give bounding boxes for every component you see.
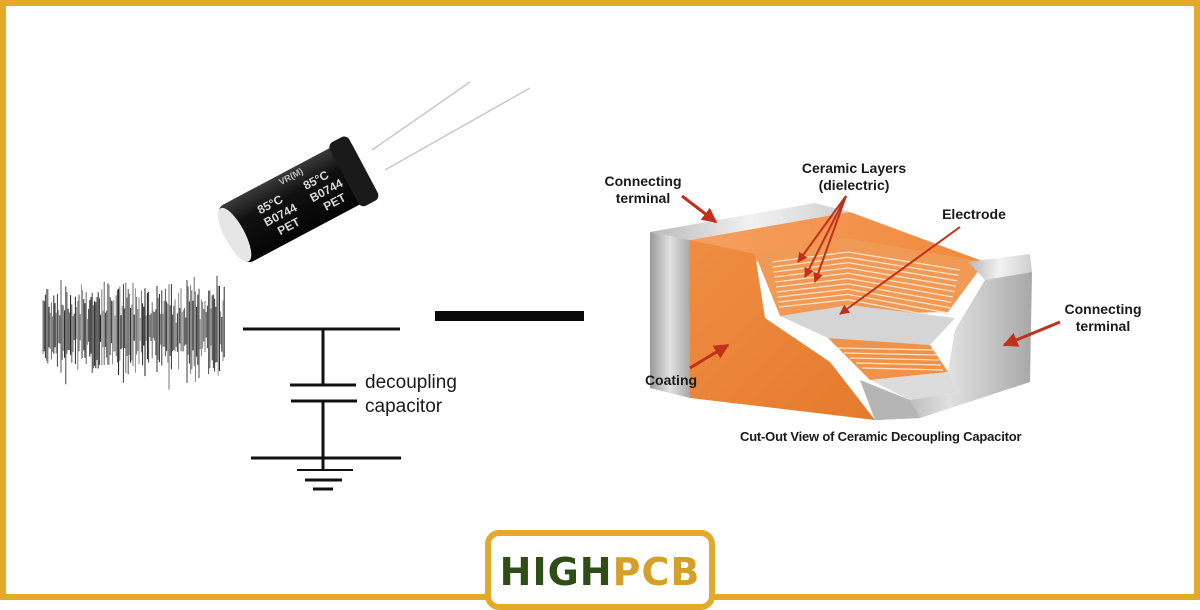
right-terminal-front bbox=[860, 380, 920, 420]
coating-front bbox=[690, 240, 875, 420]
arrow-ceramic-layer-2 bbox=[804, 195, 847, 278]
capacitor-end-cap bbox=[218, 207, 252, 262]
capacitor-lead-1 bbox=[371, 81, 471, 151]
electrolytic-capacitor: 85°C B0744 PET 85°C B0744 PET VR(M) bbox=[218, 81, 531, 263]
left-terminal-side bbox=[650, 232, 690, 398]
label-connecting-terminal-right-line1: Connecting bbox=[1064, 301, 1142, 317]
label-electrode: Electrode bbox=[942, 206, 1006, 222]
logo-high: HIGH bbox=[499, 550, 613, 594]
dielectric-layer-line bbox=[776, 283, 952, 304]
dielectric-layer-line bbox=[855, 362, 942, 366]
dielectric-layer-line bbox=[837, 347, 936, 351]
label-ceramic-layers-line1: Ceramic Layers bbox=[801, 160, 907, 176]
noise-waveform bbox=[42, 275, 225, 390]
label-connecting-terminal-right: Connecting terminal bbox=[1056, 301, 1150, 335]
dielectric-layer-line bbox=[774, 267, 956, 287]
dielectric-layer-line bbox=[773, 261, 958, 282]
label-connecting-terminal-right-line2: terminal bbox=[1075, 318, 1131, 334]
label-connecting-terminal-left-line2: terminal bbox=[615, 190, 671, 206]
right-terminal-top bbox=[968, 254, 1032, 280]
dielectric-layer-line bbox=[861, 367, 944, 371]
capacitor-top-ring bbox=[329, 136, 379, 207]
electrode-plate-lower bbox=[870, 372, 960, 400]
ceramic-capacitor-cutaway bbox=[650, 194, 1061, 420]
arrow-coating bbox=[689, 343, 730, 370]
separator-bar bbox=[435, 311, 584, 321]
arrow-left-terminal bbox=[681, 194, 718, 224]
schematic-label-line2: capacitor bbox=[365, 396, 443, 417]
arrow-electrode bbox=[839, 226, 961, 315]
arrow-ceramic-layer-1 bbox=[797, 195, 847, 263]
label-coating: Coating bbox=[644, 372, 698, 388]
cutaway-caption: Cut-Out View of Ceramic Decoupling Capac… bbox=[740, 429, 1022, 444]
arrow-right-terminal bbox=[1002, 320, 1061, 347]
dielectric-layer-line bbox=[777, 288, 951, 309]
schematic-label-line1: decoupling bbox=[365, 372, 457, 393]
left-terminal-top bbox=[650, 203, 850, 240]
dielectric-layer-line bbox=[772, 256, 959, 277]
label-connecting-terminal-left-line1: Connecting bbox=[604, 173, 682, 189]
capacitor-lead-2 bbox=[384, 87, 531, 171]
dielectric-layer-line bbox=[775, 277, 954, 298]
logo-pcb: PCB bbox=[612, 550, 701, 594]
highpcb-logo: HIGHPCB bbox=[485, 530, 715, 610]
label-connecting-terminal-left: Connecting terminal bbox=[596, 173, 690, 207]
arrow-ceramic-layer-3 bbox=[813, 195, 847, 283]
dielectric-layer-line bbox=[779, 299, 948, 320]
dielectric-layer-line bbox=[775, 272, 955, 293]
dielectric-layer-line bbox=[849, 357, 940, 361]
label-ceramic-layers: Ceramic Layers (dielectric) bbox=[795, 160, 913, 194]
dielectric-layer-lines bbox=[771, 251, 961, 320]
dielectric-layer-lines-lower bbox=[837, 347, 944, 371]
decoupling-schematic bbox=[243, 327, 401, 491]
capacitor-body bbox=[218, 140, 376, 263]
right-terminal-side bbox=[868, 272, 1032, 420]
dielectric-layer-line bbox=[771, 251, 961, 271]
schematic-label: decoupling capacitor bbox=[365, 371, 457, 419]
dielectric-layer-line bbox=[778, 293, 949, 314]
logo-wordmark: HIGHPCB bbox=[491, 550, 709, 594]
electrode-plate-upper bbox=[780, 305, 955, 345]
label-ceramic-layers-line2: (dielectric) bbox=[818, 177, 890, 193]
dielectric-layer-line bbox=[843, 352, 938, 356]
